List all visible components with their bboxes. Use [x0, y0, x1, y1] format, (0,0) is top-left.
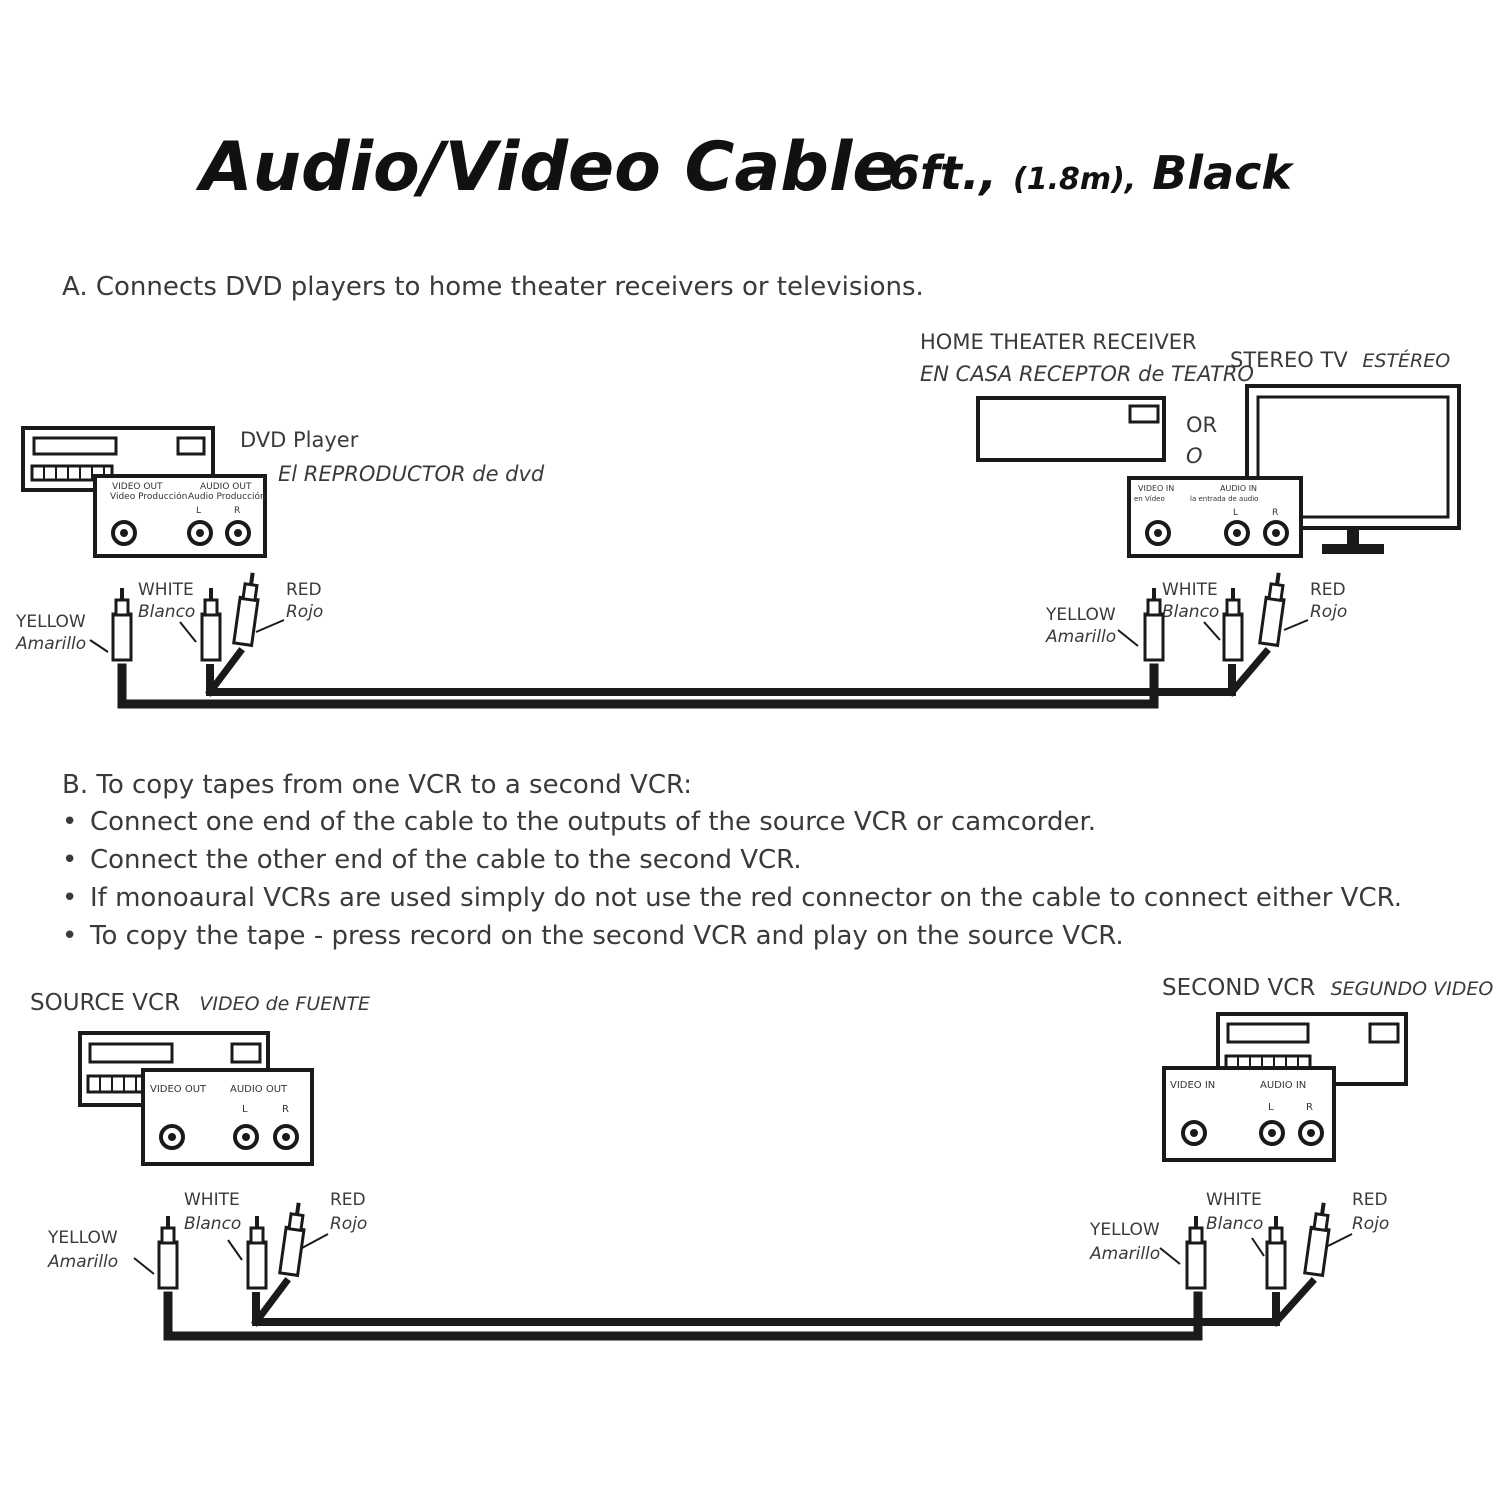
b-right-white-label-es: Blanco: [1206, 1214, 1264, 1234]
plug-white-b-left: [246, 1214, 268, 1290]
title-main: Audio/Video Cable: [200, 128, 899, 207]
dvd-jack-panel: [93, 474, 267, 558]
a-right-red-label: RED: [1310, 580, 1346, 600]
title-length-ft: 6ft.,: [888, 146, 997, 200]
b-right-white-label: WHITE: [1206, 1190, 1262, 1210]
second-vcr-label: SECOND VCR SEGUNDO VIDEO: [1162, 975, 1493, 1001]
source-vcr-label-en: SOURCE VCR: [30, 990, 181, 1016]
cable-a: [117, 647, 1271, 709]
source-vcr-label-es: VIDEO de FUENTE: [199, 993, 371, 1015]
b-left-red-label: RED: [330, 1190, 366, 1210]
a-left-red-label-es: Rojo: [286, 602, 324, 622]
tv-label-en: STEREO TV: [1230, 348, 1348, 372]
dvd-jack-audio: AUDIO OUT: [200, 482, 252, 492]
receiver-icon: [976, 396, 1166, 462]
a-right-white-label: WHITE: [1162, 580, 1218, 600]
source-vcr-jack-panel: [141, 1068, 314, 1166]
dvd-jack-left: L: [196, 506, 201, 516]
second-vcr-jack-audio: AUDIO IN: [1260, 1080, 1306, 1091]
b-left-yellow-label-es: Amarillo: [48, 1252, 119, 1272]
source-vcr-jack-video: VIDEO OUT: [150, 1084, 207, 1095]
receiver-jack-right: R: [1272, 508, 1278, 518]
bullet-item: Connect the other end of the cable to th…: [62, 841, 1402, 879]
plug-yellow-a-right: [1143, 586, 1165, 662]
section-a-heading: A. Connects DVD players to home theater …: [62, 272, 924, 302]
dvd-jack-video: VIDEO OUT: [112, 482, 163, 492]
a-left-white-label-es: Blanco: [138, 602, 196, 622]
or-label: OR: [1186, 413, 1218, 437]
source-vcr-label: SOURCE VCR VIDEO de FUENTE: [30, 990, 370, 1016]
b-left-red-label-es: Rojo: [330, 1214, 368, 1234]
receiver-jack-video: VIDEO IN: [1138, 484, 1174, 493]
a-right-white-label-es: Blanco: [1162, 602, 1220, 622]
b-left-white-label: WHITE: [184, 1190, 240, 1210]
receiver-jack-left: L: [1233, 508, 1238, 518]
section-b-bullets: Connect one end of the cable to the outp…: [62, 803, 1402, 955]
source-vcr-jack-audio: AUDIO OUT: [230, 1084, 288, 1095]
cable-b: [163, 1277, 1317, 1341]
plug-red-b-left: [278, 1200, 310, 1277]
dvd-jack-video-es: Video Producción: [110, 491, 187, 502]
a-left-yellow-label: YELLOW: [16, 612, 86, 632]
receiver-label: HOME THEATER RECEIVER: [920, 330, 1197, 354]
dvd-player-label: DVD Player: [240, 428, 359, 452]
a-right-red-label-es: Rojo: [1310, 602, 1348, 622]
plug-white-a-right: [1222, 586, 1244, 662]
plug-white-a-left: [200, 586, 222, 662]
title-specs: 6ft., (1.8m), Black: [888, 146, 1292, 200]
receiver-jack-audio-es: la entrada de audio: [1190, 495, 1258, 503]
a-left-yellow-label-es: Amarillo: [16, 634, 87, 654]
a-right-yellow-label-es: Amarillo: [1046, 627, 1117, 647]
source-vcr-jack-right: R: [282, 1104, 289, 1115]
plug-yellow-b-right: [1185, 1214, 1207, 1290]
b-right-red-label: RED: [1352, 1190, 1388, 1210]
tv-label: STEREO TV ESTÉREO: [1230, 348, 1450, 372]
a-left-red-label: RED: [286, 580, 322, 600]
plug-red-a-left: [232, 570, 264, 647]
receiver-jack-audio: AUDIO IN: [1220, 484, 1257, 493]
second-vcr-label-es: SEGUNDO VIDEO: [1330, 978, 1494, 1000]
receiver-jack-video-es: en Vídeo: [1134, 495, 1165, 503]
plug-yellow-b-left: [157, 1214, 179, 1290]
b-right-yellow-label-es: Amarillo: [1090, 1244, 1161, 1264]
title-length-m: (1.8m),: [1012, 162, 1137, 197]
b-right-red-label-es: Rojo: [1352, 1214, 1390, 1234]
second-vcr-label-en: SECOND VCR: [1162, 975, 1316, 1001]
bullet-item: Connect one end of the cable to the outp…: [62, 803, 1402, 841]
dvd-jack-audio-es: Audio Producción: [188, 491, 266, 502]
second-vcr-jack-video: VIDEO IN: [1170, 1080, 1215, 1091]
a-left-white-label: WHITE: [138, 580, 194, 600]
or-label-es: O: [1186, 444, 1203, 468]
tv-label-es: ESTÉREO: [1362, 350, 1451, 372]
a-right-yellow-label: YELLOW: [1046, 605, 1116, 625]
b-left-yellow-label: YELLOW: [48, 1228, 118, 1248]
receiver-label-es: EN CASA RECEPTOR de TEATRO: [920, 362, 1254, 386]
plug-red-a-right: [1258, 570, 1290, 647]
bullet-item: If monoaural VCRs are used simply do not…: [62, 879, 1402, 917]
dvd-player-label-es: El REPRODUCTOR de dvd: [278, 462, 545, 486]
plug-white-b-right: [1265, 1214, 1287, 1290]
section-b-heading: B. To copy tapes from one VCR to a secon…: [62, 770, 693, 800]
plug-yellow-a-left: [111, 586, 133, 662]
receiver-jack-panel: [1127, 476, 1303, 558]
leader-lines-a: [89, 619, 1309, 653]
second-vcr-icon: [1216, 1012, 1408, 1086]
plug-red-b-right: [1303, 1200, 1335, 1277]
dvd-jack-right: R: [234, 506, 240, 516]
leader-lines-b: [133, 1233, 1353, 1275]
b-right-yellow-label: YELLOW: [1090, 1220, 1160, 1240]
second-vcr-jack-right: R: [1306, 1102, 1313, 1113]
bullet-item: To copy the tape - press record on the s…: [62, 917, 1402, 955]
second-vcr-jack-left: L: [1268, 1102, 1274, 1113]
title-color: Black: [1152, 146, 1292, 200]
b-left-white-label-es: Blanco: [184, 1214, 242, 1234]
second-vcr-jack-panel: [1162, 1066, 1336, 1162]
source-vcr-jack-left: L: [242, 1104, 248, 1115]
